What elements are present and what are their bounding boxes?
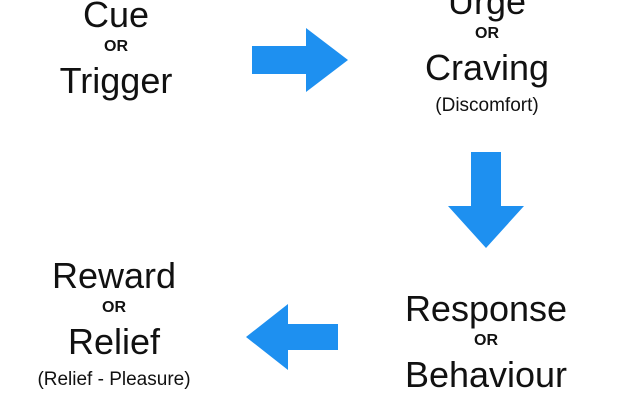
arrow-down-icon <box>448 152 524 248</box>
urge-note: (Discomfort) <box>435 95 539 116</box>
node-cue: Cue OR Trigger <box>36 0 196 99</box>
urge-alt: Craving <box>424 47 550 88</box>
node-response: Response OR Behaviour <box>396 291 576 393</box>
reward-alt: Relief <box>67 321 161 362</box>
arrow-right-icon <box>252 28 348 92</box>
reward-note: (Relief - Pleasure) <box>37 369 191 390</box>
urge-or-label: OR <box>475 25 499 42</box>
response-or-label: OR <box>474 332 498 349</box>
reward-or-label: OR <box>102 299 126 316</box>
reward-title: Reward <box>51 255 177 296</box>
arrow-left-icon <box>246 304 338 370</box>
urge-title: Urge <box>447 0 527 22</box>
node-reward: Reward OR Relief (Relief - Pleasure) <box>14 255 214 390</box>
cue-title: Cue <box>82 0 150 35</box>
cue-or-label: OR <box>104 38 128 55</box>
response-alt: Behaviour <box>404 354 568 395</box>
node-urge: Urge OR Craving (Discomfort) <box>402 0 572 115</box>
cue-alt: Trigger <box>59 60 173 101</box>
response-title: Response <box>404 288 568 329</box>
